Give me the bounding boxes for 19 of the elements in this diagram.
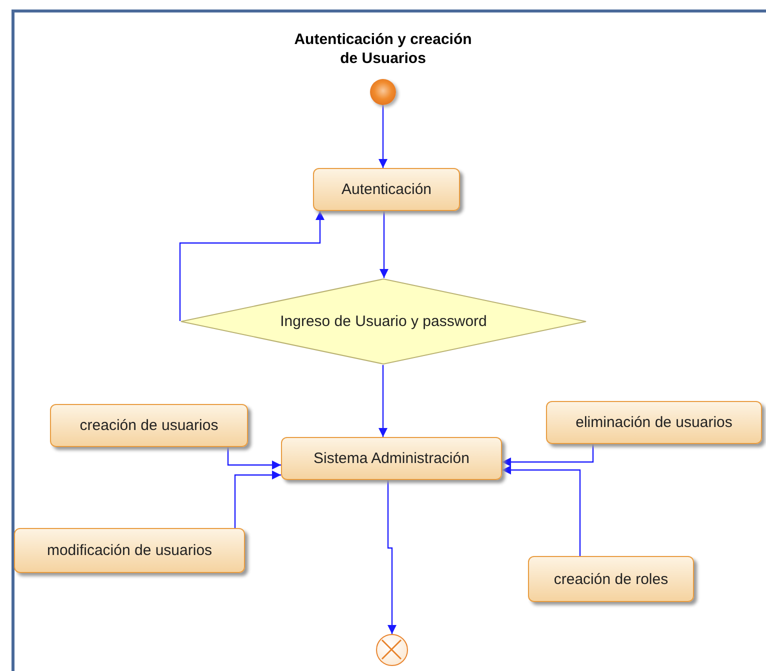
final-node [376, 634, 408, 666]
arrow [378, 365, 388, 437]
activity-box: Sistema Administración [281, 437, 502, 480]
arrow [387, 480, 396, 634]
arrow [380, 211, 388, 278]
arrow [378, 105, 388, 168]
activity-box: modificación de usuarios [14, 528, 245, 573]
start-node [370, 79, 396, 105]
arrow [227, 447, 281, 470]
activity-box: creación de usuarios [50, 404, 248, 447]
decision-diamond: Ingreso de Usuario y password [180, 278, 587, 365]
diagram-title: Autenticación y creación de Usuarios [293, 30, 473, 68]
activity-box: eliminación de usuarios [546, 401, 762, 444]
arrow [502, 444, 594, 466]
arrow [179, 211, 324, 321]
arrow [234, 470, 281, 528]
arrow [502, 466, 581, 556]
activity-box: Autenticación [313, 168, 460, 211]
activity-box: creación de roles [528, 556, 694, 602]
